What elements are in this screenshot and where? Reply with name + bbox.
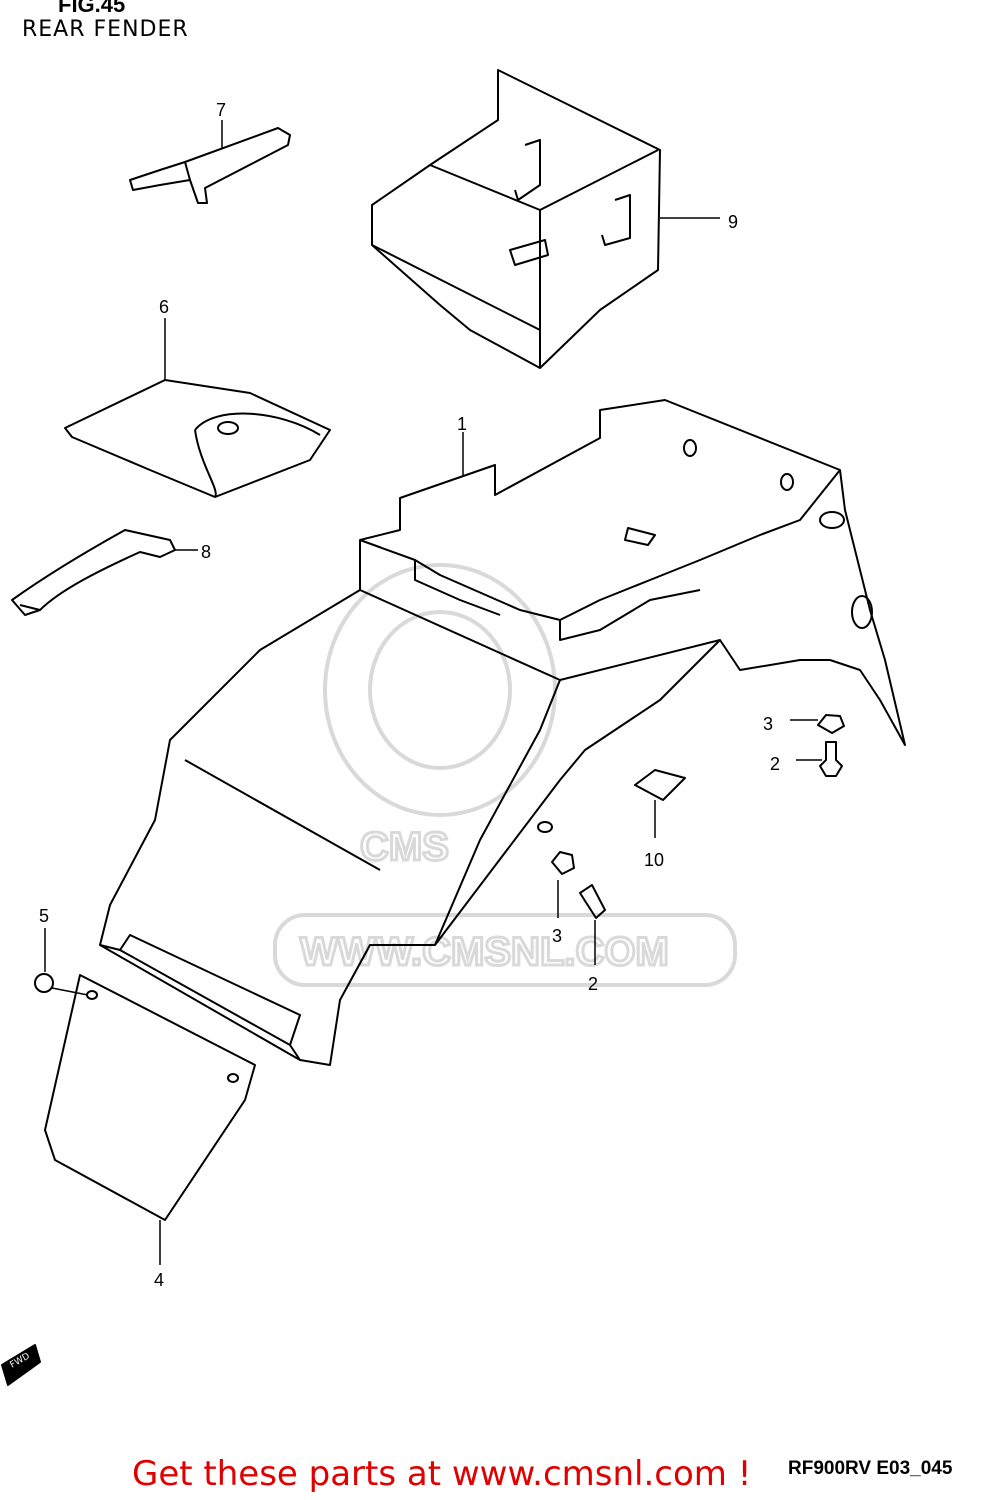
diagram-code: RF900RV E03_045: [788, 1458, 953, 1479]
fastener-bolt-upper: [819, 741, 843, 777]
callout-2-upper: 2: [770, 754, 780, 774]
figure-subtitle: REAR FENDER: [22, 17, 189, 42]
part-1-rear-fender: [99, 399, 906, 1066]
callout-3-lower: 3: [552, 926, 562, 946]
callout-1: 1: [457, 414, 467, 434]
watermark-brand: CMS: [360, 825, 449, 869]
callout-8: 8: [201, 542, 211, 562]
watermark-url: WWW.CMSNL.COM: [300, 930, 669, 974]
part-10-pad: [634, 769, 686, 801]
callout-4: 4: [154, 1270, 164, 1290]
fastener-bolt-lower: [579, 884, 606, 919]
callout-7: 7: [216, 100, 226, 120]
callout-6: 6: [159, 297, 169, 317]
part-4-plate: [44, 934, 301, 1221]
callout-2-lower: 2: [588, 974, 598, 994]
part-5-grommet: [34, 973, 54, 993]
fastener-nut-lower: [551, 851, 575, 875]
part-9-tray: [371, 69, 661, 369]
footer-link[interactable]: Get these parts at www.cmsnl.com !: [132, 1454, 752, 1494]
part-7-spanner: [129, 127, 291, 204]
fastener-nut-upper: [817, 714, 845, 734]
callout-3-upper: 3: [763, 714, 773, 734]
fwd-arrow-icon: [1, 1344, 41, 1386]
figure-title: FIG.45: [58, 0, 126, 17]
callout-10: 10: [644, 850, 664, 870]
part-6-cover: [64, 379, 331, 498]
cms-watermark: CMS WWW.CMSNL.COM: [273, 563, 737, 987]
callout-9: 9: [728, 212, 738, 232]
callout-5: 5: [39, 906, 49, 926]
part-8-strap: [11, 529, 176, 616]
